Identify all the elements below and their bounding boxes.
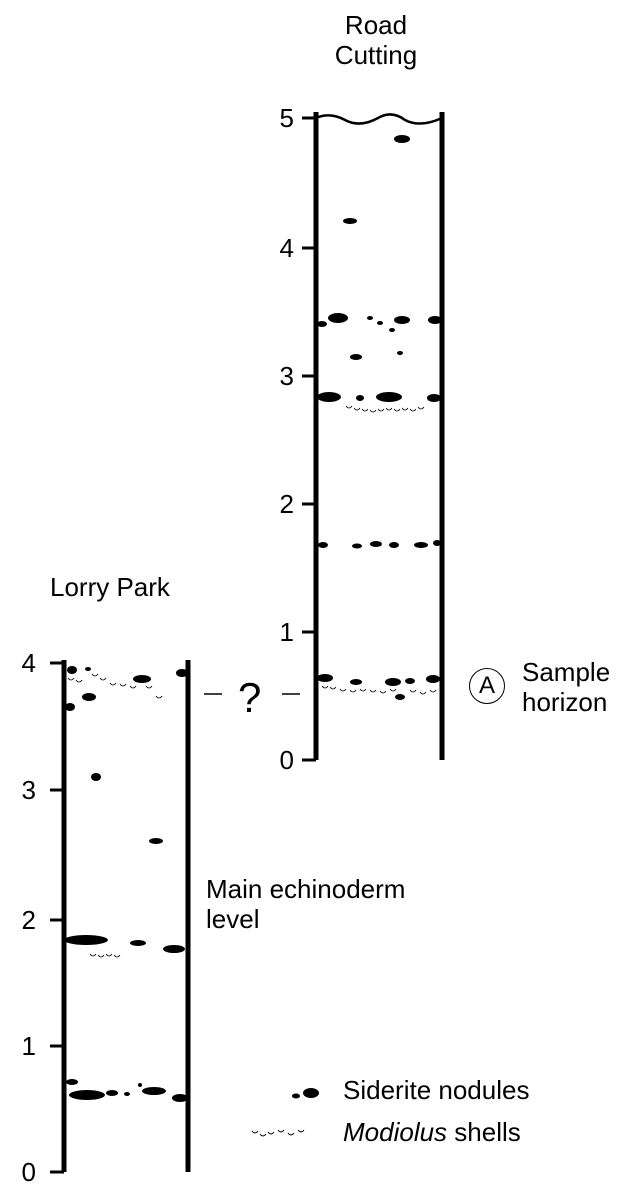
lorry-siderite-nodules xyxy=(64,666,188,1102)
nodule xyxy=(317,392,341,402)
lorry-park-title: Lorry Park xyxy=(50,572,170,602)
legend-modiolus-rest: shells xyxy=(447,1117,521,1147)
legend-nodule xyxy=(303,1088,319,1098)
shell-band xyxy=(345,405,425,413)
lorry-modiolus-shells xyxy=(67,673,163,958)
shell-band xyxy=(321,685,437,695)
nodule xyxy=(370,541,382,547)
sample-horizon-line2: horizon xyxy=(522,687,608,717)
nodule xyxy=(67,666,77,674)
nodule xyxy=(397,351,403,355)
road-siderite-nodules xyxy=(317,135,442,700)
legend-modiolus-label: Modiolus shells xyxy=(343,1117,521,1147)
road-tick-label-5: 5 xyxy=(279,103,294,133)
road-tick-label-1: 1 xyxy=(279,617,294,647)
nodule xyxy=(433,540,441,546)
road-tick-label-2: 2 xyxy=(279,489,294,519)
nodule xyxy=(395,694,405,700)
road-cutting-title: Road Cutting xyxy=(316,10,436,70)
nodule xyxy=(85,667,91,671)
nodule xyxy=(317,674,333,682)
legend-siderite-glyph xyxy=(292,1088,319,1099)
nodule xyxy=(367,316,373,320)
nodule xyxy=(377,321,383,325)
shell-band xyxy=(89,953,121,958)
nodule xyxy=(376,392,402,402)
nodule xyxy=(427,394,441,402)
road-cutting-title-line2: Cutting xyxy=(334,40,418,70)
sample-horizon-line1: Sample xyxy=(522,657,611,687)
lorry-tick-label-1: 1 xyxy=(21,1031,36,1061)
echinoderm-line2: level xyxy=(206,904,260,934)
nodule xyxy=(106,1090,118,1096)
nodule xyxy=(66,1079,78,1085)
shell-band xyxy=(67,673,163,699)
road-tick-label-3: 3 xyxy=(279,361,294,391)
nodule xyxy=(343,218,357,224)
nodule xyxy=(426,675,440,683)
lorry-tick-label-0: 0 xyxy=(21,1157,36,1187)
road-tick-label-0: 0 xyxy=(279,745,294,775)
correlation-question-mark: ? xyxy=(238,674,262,721)
nodule xyxy=(142,1087,166,1095)
nodule xyxy=(394,316,410,324)
nodule xyxy=(350,354,362,360)
nodule xyxy=(428,316,442,324)
nodule xyxy=(385,678,401,686)
legend-modiolus-italic: Modiolus xyxy=(343,1117,448,1147)
sample-horizon-label: Sample horizon xyxy=(522,657,610,717)
road-cutting-top-surface xyxy=(315,113,443,125)
nodule xyxy=(317,321,327,327)
nodule xyxy=(389,542,399,548)
nodule xyxy=(352,543,362,549)
echinoderm-level-label: Main echinoderm level xyxy=(206,874,405,934)
nodule xyxy=(124,1092,130,1096)
nodule xyxy=(389,328,395,332)
lorry-tick-label-3: 3 xyxy=(21,775,36,805)
nodule xyxy=(350,679,362,685)
sample-marker-circle: A xyxy=(469,668,505,704)
nodule xyxy=(318,542,328,548)
nodule xyxy=(133,675,151,683)
road-cutting-column xyxy=(302,112,445,762)
nodule xyxy=(356,395,364,401)
road-modiolus-shells xyxy=(321,405,437,695)
nodule xyxy=(176,669,188,677)
lorry-tick-label-2: 2 xyxy=(21,905,36,935)
nodule xyxy=(172,1094,188,1102)
legend-siderite-label: Siderite nodules xyxy=(343,1075,530,1105)
nodule xyxy=(65,703,75,711)
echinoderm-line1: Main echinoderm xyxy=(206,874,406,904)
road-cutting-title-line1: Road xyxy=(344,10,408,40)
road-tick-label-4: 4 xyxy=(279,233,294,263)
nodule xyxy=(69,1090,105,1100)
nodule xyxy=(82,693,96,701)
nodule xyxy=(91,773,101,781)
nodule xyxy=(328,313,348,323)
nodule xyxy=(163,945,185,953)
nodule xyxy=(394,135,410,143)
lorry-park-column xyxy=(50,660,191,1174)
nodule xyxy=(405,678,415,684)
legend-shell xyxy=(251,1129,305,1137)
legend-modiolus-glyph xyxy=(251,1129,305,1137)
nodule xyxy=(64,935,108,945)
nodule xyxy=(138,1083,142,1087)
nodule xyxy=(149,838,163,844)
legend-nodule xyxy=(292,1093,300,1099)
nodule xyxy=(130,940,146,946)
lorry-tick-label-4: 4 xyxy=(21,648,36,678)
nodule xyxy=(414,542,428,548)
